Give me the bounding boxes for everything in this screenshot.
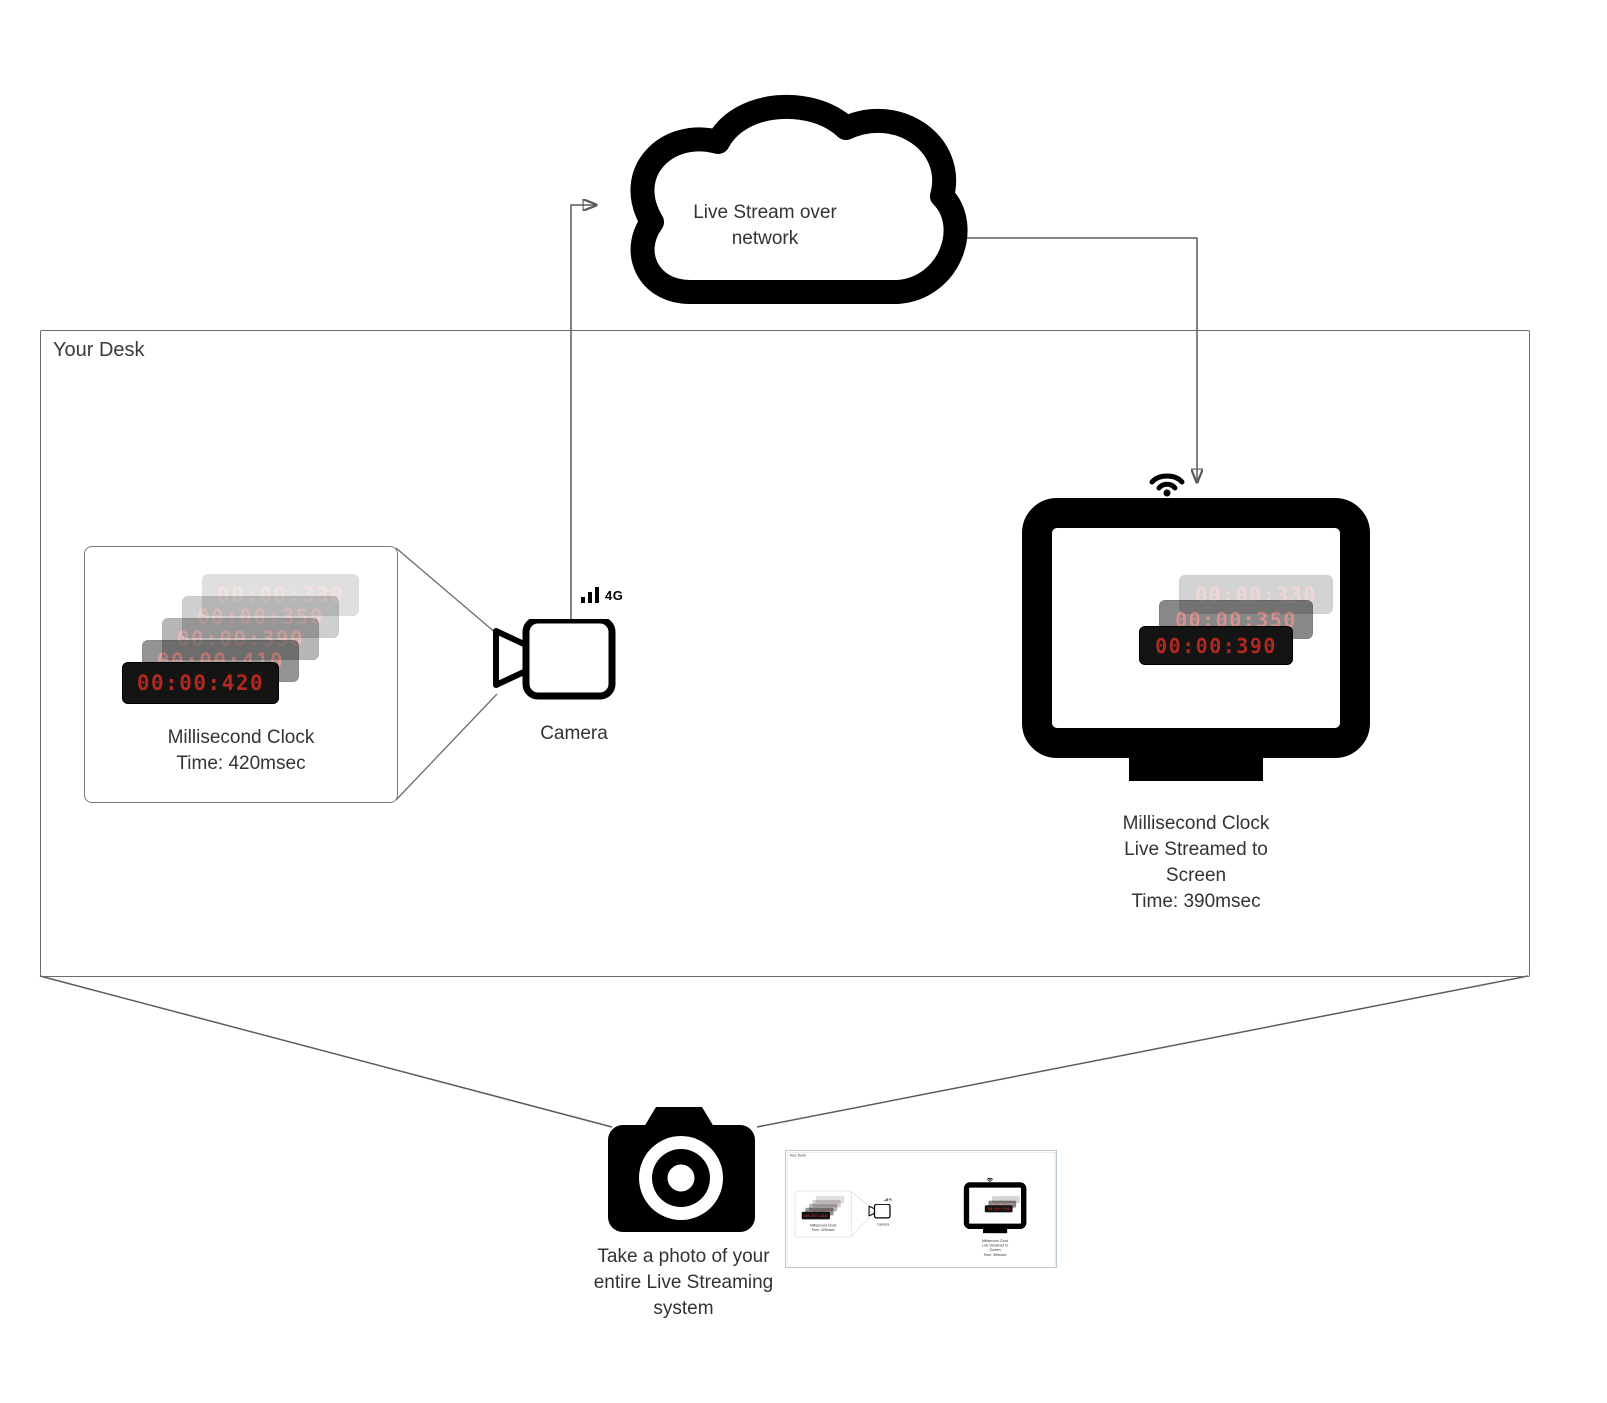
camera-label: Camera bbox=[877, 1222, 890, 1227]
screen-caption-line2: Live Streamed to bbox=[982, 1243, 1009, 1248]
network-badge-label: 4G bbox=[888, 1198, 893, 1202]
clock-display-current: 00:00:420 bbox=[122, 662, 279, 704]
network-badge: 4G bbox=[581, 585, 623, 603]
system-photo-thumbnail: Your Desk 00:00:330 00:00:350 00:00:390 … bbox=[785, 1150, 1057, 1268]
signal-bars-icon bbox=[581, 587, 599, 603]
photo-caption: Take a photo of your entire Live Streami… bbox=[546, 1244, 821, 1322]
clock-display-current: 00:00:420 bbox=[801, 1211, 831, 1220]
desk: Your Desk 00:00:330 00:00:350 00:00:390 … bbox=[40, 330, 1530, 977]
screen-caption-line4: Time: 390msec bbox=[983, 1252, 1007, 1257]
desk: Your Desk 00:00:330 00:00:350 00:00:390 … bbox=[787, 1152, 1056, 1267]
video-camera-icon bbox=[868, 1204, 891, 1219]
desk-area: Your Desk 00:00:330 00:00:350 00:00:390 … bbox=[40, 330, 1530, 977]
wifi-icon bbox=[986, 1177, 994, 1182]
network-badge: 4G bbox=[884, 1198, 893, 1202]
screen-caption: Millisecond Clock Live Streamed to Scree… bbox=[967, 1239, 1023, 1258]
clock-caption-line2: Time: 420msec bbox=[811, 1228, 835, 1232]
cloud-icon bbox=[630, 94, 968, 304]
photo-caption-line3: system bbox=[653, 1298, 714, 1319]
photo-camera-icon bbox=[608, 1107, 755, 1232]
clock-ghost-330: 00:00:330 bbox=[816, 1195, 845, 1204]
millisecond-clock-box: 00:00:330 00:00:350 00:00:390 00:00:410 … bbox=[794, 1190, 852, 1238]
photo-caption-line2: entire Live Streaming bbox=[593, 1272, 774, 1293]
camera-group: 4G Camera bbox=[491, 587, 681, 751]
clock-ghost-330: 00:00:330 bbox=[202, 574, 359, 616]
screen-clock-current: 00:00:390 bbox=[1139, 626, 1293, 665]
camera-view-lines bbox=[850, 1191, 870, 1237]
screen-caption-line3: Screen bbox=[1165, 865, 1227, 886]
video-camera-icon bbox=[493, 619, 616, 700]
network-badge-label: 4G bbox=[605, 588, 624, 603]
thumbnail-scale: Your Desk 00:00:330 00:00:350 00:00:390 … bbox=[787, 1152, 1056, 1267]
signal-bars-icon bbox=[884, 1198, 888, 1202]
clock-caption: Millisecond Clock Time: 420msec bbox=[85, 725, 397, 777]
screen-caption-line1: Millisecond Clock bbox=[981, 1238, 1009, 1243]
clock-caption-line2: Time: 420msec bbox=[176, 753, 306, 774]
clock-ghost-350: 00:00:350 bbox=[182, 596, 339, 638]
clock-ghost-350: 00:00:350 bbox=[812, 1199, 841, 1208]
desk-label: Your Desk bbox=[789, 1153, 806, 1158]
screen-group: 00:00:330 00:00:350 00:00:390 bbox=[1021, 469, 1371, 799]
photo-caption-line1: Take a photo of your bbox=[597, 1246, 770, 1267]
clock-ghost-390: 00:00:390 bbox=[162, 618, 319, 660]
screen-caption: Millisecond Clock Live Streamed to Scree… bbox=[1041, 811, 1351, 915]
desk-to-photo-line-left bbox=[39, 975, 613, 1128]
clock-caption: Millisecond Clock Time: 420msec bbox=[795, 1223, 851, 1232]
screen-caption-line1: Millisecond Clock bbox=[1122, 813, 1270, 834]
screen-group: 00:00:330 00:00:350 00:00:390 bbox=[963, 1177, 1027, 1236]
screen-clock-current: 00:00:390 bbox=[984, 1205, 1013, 1213]
screen-caption-line4: Time: 390msec bbox=[1131, 891, 1261, 912]
screen-caption-line2: Live Streamed to bbox=[1124, 839, 1268, 860]
millisecond-clock-box: 00:00:330 00:00:350 00:00:390 00:00:410 … bbox=[84, 546, 398, 803]
desk-label: Your Desk bbox=[53, 339, 145, 361]
screen-caption-line3: Screen bbox=[989, 1248, 1001, 1253]
camera-group: 4G Camera bbox=[868, 1198, 902, 1228]
clock-ghost-390: 00:00:390 bbox=[808, 1203, 838, 1212]
camera-view-lines bbox=[395, 547, 498, 801]
desk-to-photo-line-right bbox=[756, 975, 1529, 1128]
cloud-label: Live Stream over network bbox=[693, 202, 837, 249]
camera-label: Camera bbox=[540, 723, 608, 744]
clock-caption-line1: Millisecond Clock bbox=[167, 727, 315, 748]
clock-caption-line1: Millisecond Clock bbox=[809, 1223, 837, 1228]
